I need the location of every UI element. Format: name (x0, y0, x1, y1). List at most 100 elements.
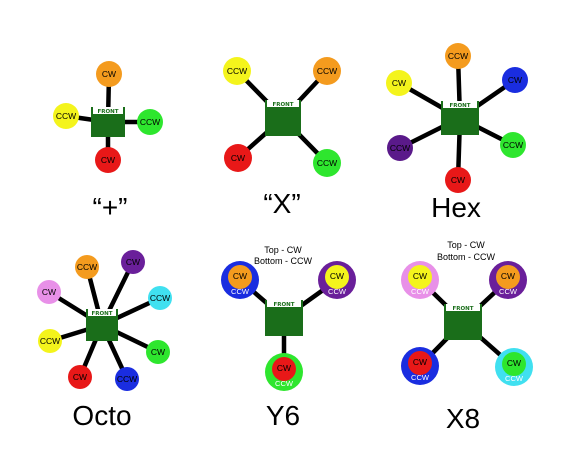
x8-rotor-front-left-top-label: CW (413, 271, 427, 281)
x-rotor-front-left-disc (223, 57, 251, 85)
plus-rotor-right-label: CCW (140, 117, 160, 127)
octo-frame: FRONT (86, 309, 118, 341)
octo-rotor-rear-left-disc (68, 365, 92, 389)
hex-rotor-bottom-right-label: CCW (503, 140, 523, 150)
x8-front-label: FRONT (452, 306, 473, 312)
x-rotor-rear-right: CCW (313, 149, 341, 177)
plus-rotor-left-disc (53, 103, 79, 129)
x8-rotor-rear-right-top-label: CW (507, 358, 521, 368)
hex-frame: FRONT (441, 101, 479, 135)
plus-frame: FRONT (91, 107, 125, 137)
octo-rotor-right-lower-disc (146, 340, 170, 364)
plus-rotor-left: CCW (53, 103, 79, 129)
y6-rotor-front-right-top-disc (325, 265, 349, 289)
x8-rotor-front-left-top-disc (408, 265, 432, 289)
hex-rotor-top-disc (445, 43, 471, 69)
y6-caption: Y6 (265, 400, 301, 431)
octo-rotor-front-left-label: CCW (77, 262, 97, 272)
y6-rotor-rear-top-label: CW (277, 363, 291, 373)
octo-rotor-rear-right: CCW (115, 367, 139, 391)
plus-rotor-right-disc (137, 109, 163, 135)
hex-rotor-top-right: CW (502, 67, 528, 93)
x8-rotor-front-left-bottom-label: CCW (411, 287, 430, 296)
y6-rotor-rear-top-disc (272, 357, 296, 381)
plus-rotor-left-label: CCW (56, 111, 76, 121)
hex-rotor-top: CCW (445, 43, 471, 69)
y6-rotor-front-right-top-label: CW (330, 271, 344, 281)
octo-rotor-left-upper-disc (37, 280, 61, 304)
x8-rotor-rear-right-top-disc (502, 352, 526, 376)
x-rotor-rear-right-disc (313, 149, 341, 177)
octo-rotor-right-upper: CCW (148, 286, 172, 310)
hex-rotor-bottom-left: CCW (387, 135, 413, 161)
y6-rotor-front-left: CW CCW (221, 261, 259, 299)
x-rotor-rear-left-label: CW (231, 153, 245, 163)
y6-rotor-rear: CW CCW (265, 353, 303, 391)
plus-rotor-right: CCW (137, 109, 163, 135)
x-rotor-rear-left: CW (224, 144, 252, 172)
y6-front-label: FRONT (273, 302, 294, 308)
octo-rotor-right-lower: CW (146, 340, 170, 364)
x8-note-bottom: Bottom - CCW (436, 252, 495, 262)
hex-rotor-top-left-label: CW (392, 78, 406, 88)
x8-rotor-rear-left-top-disc (408, 351, 432, 375)
hex-rotor-top-right-disc (502, 67, 528, 93)
octo-rotor-left-lower: CCW (38, 329, 62, 353)
x8-rotor-front-right-bottom-label: CCW (499, 287, 518, 296)
x8-rotor-rear-right-bottom-label: CCW (505, 374, 524, 383)
x-rotor-front-left-label: CCW (227, 66, 247, 76)
octo-rotor-left-lower-disc (38, 329, 62, 353)
plus-rotor-bottom-label: CW (101, 155, 115, 165)
x-rotor-front-right: CCW (313, 57, 341, 85)
y6-rotor-front-right-bottom-label: CCW (328, 287, 347, 296)
octo-rotor-right-upper-disc (148, 286, 172, 310)
x-front-label: FRONT (272, 102, 293, 108)
octo-rotor-right-lower-label: CW (151, 347, 165, 357)
x-rotor-front-left: CCW (223, 57, 251, 85)
y6-note-bottom: Bottom - CCW (253, 256, 312, 266)
x8-front-tag (446, 304, 480, 311)
x8-note-top: Top - CW (447, 240, 485, 250)
hex-rotor-top-left: CW (386, 70, 412, 96)
y6-rotor-front-left-bottom-label: CCW (231, 287, 250, 296)
x-rotor-front-right-disc (313, 57, 341, 85)
octo-rotor-right-upper-label: CCW (150, 293, 170, 303)
x8-rotor-front-right-top-label: CW (501, 271, 515, 281)
x-rotor-rear-right-label: CCW (317, 158, 337, 168)
x-caption: “X” (263, 188, 301, 219)
x-frame: FRONT (265, 100, 301, 136)
hex-rotor-bottom-right-disc (500, 132, 526, 158)
hex-front-label: FRONT (449, 103, 470, 109)
x-rotor-front-right-label: CCW (317, 66, 337, 76)
hex-rotor-bottom: CW (445, 167, 471, 193)
plus-rotor-bottom-disc (95, 147, 121, 173)
octo-rotor-rear-right-label: CCW (117, 374, 137, 384)
x8-rotor-front-right: CW CCW (489, 261, 527, 299)
octo-rotor-front-right-disc (121, 250, 145, 274)
x8-rotor-rear-left-top-label: CW (413, 357, 427, 367)
plus-front-label: FRONT (97, 109, 118, 115)
hex-rotor-bottom-right: CCW (500, 132, 526, 158)
plus-rotor-top-label: CW (102, 69, 116, 79)
y6-rotor-rear-bottom-label: CCW (275, 379, 294, 388)
y6-note-top: Top - CW (264, 245, 302, 255)
hex-rotor-bottom-left-disc (387, 135, 413, 161)
y6-rotor-front-left-top-disc (228, 265, 252, 289)
x8-rotor-front-left: CW CCW (401, 261, 439, 299)
octo-rotor-front-left-disc (75, 255, 99, 279)
y6-frame: FRONT (265, 300, 303, 336)
y6-rotor-front-left-top-label: CW (233, 271, 247, 281)
x8-caption: X8 (445, 403, 481, 434)
octo-rotor-front-right: CW (121, 250, 145, 274)
plus-caption: “+” (92, 192, 128, 223)
hex-front-tag (443, 101, 477, 108)
hex-rotor-top-label: CCW (448, 51, 468, 61)
hex-rotor-top-left-disc (386, 70, 412, 96)
octo-rotor-front-right-label: CW (126, 257, 140, 267)
octo-front-label: FRONT (91, 311, 112, 317)
hex-rotor-bottom-disc (445, 167, 471, 193)
hex-caption: Hex (431, 192, 481, 223)
